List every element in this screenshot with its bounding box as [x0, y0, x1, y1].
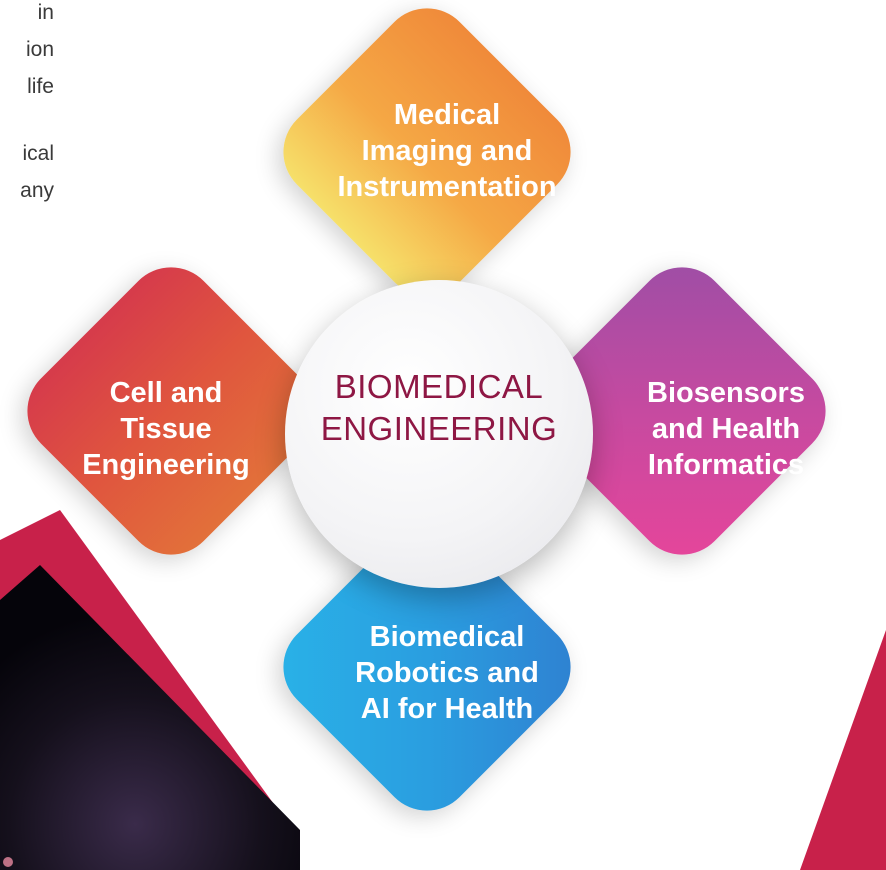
intro-text-line: life [27, 75, 54, 98]
intro-text-line: in [37, 1, 54, 24]
intro-text-line: ion [25, 38, 54, 61]
center-hub-title: BIOMEDICAL ENGINEERING [320, 368, 558, 447]
petal-label-robotics-ai: Biomedical Robotics and AI for Health [355, 621, 539, 725]
photo-highlight [3, 857, 13, 867]
intro-text-line: any [20, 179, 54, 202]
petal-label-cell-tissue: Cell and Tissue Engineering [82, 377, 250, 481]
center-hub-circle [285, 280, 593, 588]
petal-label-biosensors: Biosensors and Health Informatics [647, 377, 805, 481]
photo-panel [0, 565, 300, 870]
intro-text-line: ical [22, 142, 54, 165]
petal-label-medical-imaging: Medical Imaging and Instrumentation [337, 99, 557, 203]
crimson-band-right [800, 630, 886, 870]
